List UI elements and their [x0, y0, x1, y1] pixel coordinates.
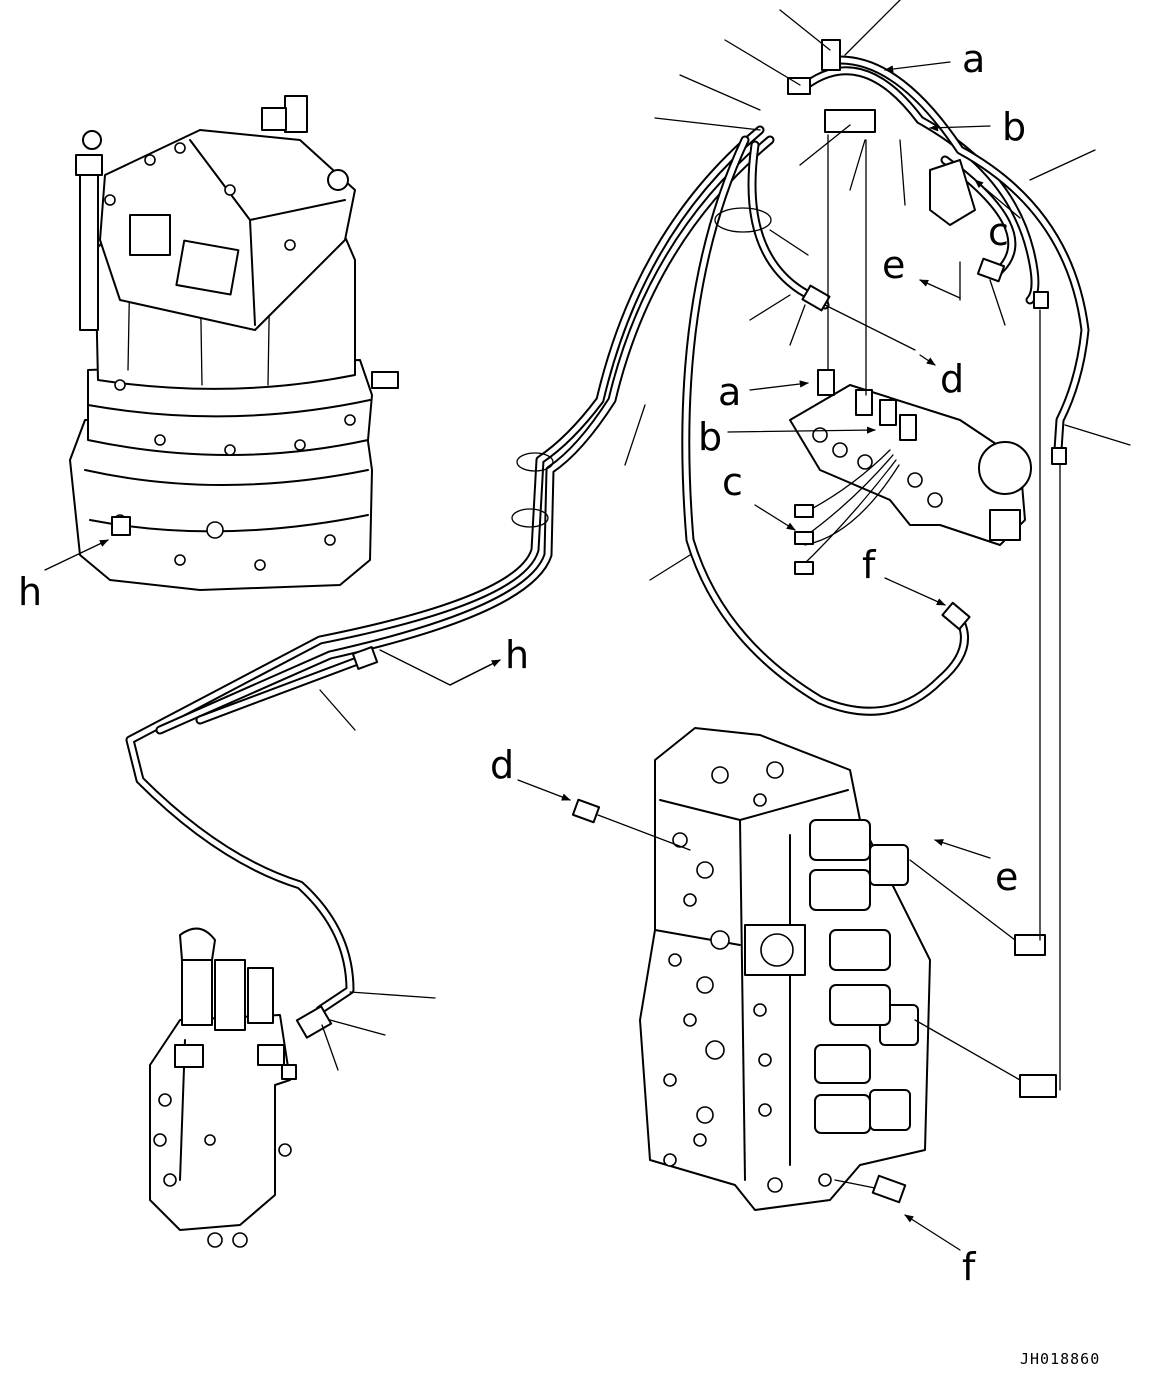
- callout-a-mid: a: [718, 370, 741, 414]
- callout-a-top: a: [962, 37, 985, 81]
- callout-f-mid: f: [862, 543, 877, 587]
- callout-c-mid: c: [722, 460, 743, 504]
- callout-f-low: f: [962, 1245, 977, 1289]
- drawing-number: JH018860: [1020, 1350, 1100, 1368]
- callout-h-mid: h: [505, 633, 529, 677]
- leader-lines: [319, 0, 1131, 1071]
- callout-c-top: c: [988, 210, 1009, 254]
- callout-e-top: e: [882, 243, 905, 287]
- callout-d-low: d: [490, 743, 514, 787]
- center-swivel-joint: [149, 927, 297, 1248]
- swing-motor-assembly: [69, 95, 399, 591]
- callout-d-mid: d: [940, 357, 964, 401]
- callout-b-mid: b: [698, 415, 722, 459]
- callout-b-top: b: [1002, 105, 1026, 149]
- main-control-valve: [571, 727, 1057, 1211]
- callout-arrows: [44, 61, 1021, 1251]
- callout-h-left: h: [18, 570, 42, 614]
- solenoid-valve-block: [789, 369, 1032, 575]
- callout-e-low: e: [995, 855, 1018, 899]
- hose-routing: [125, 39, 1090, 1091]
- callout-labels: a b c e d a b c f h h d e f JH018860: [18, 37, 1100, 1368]
